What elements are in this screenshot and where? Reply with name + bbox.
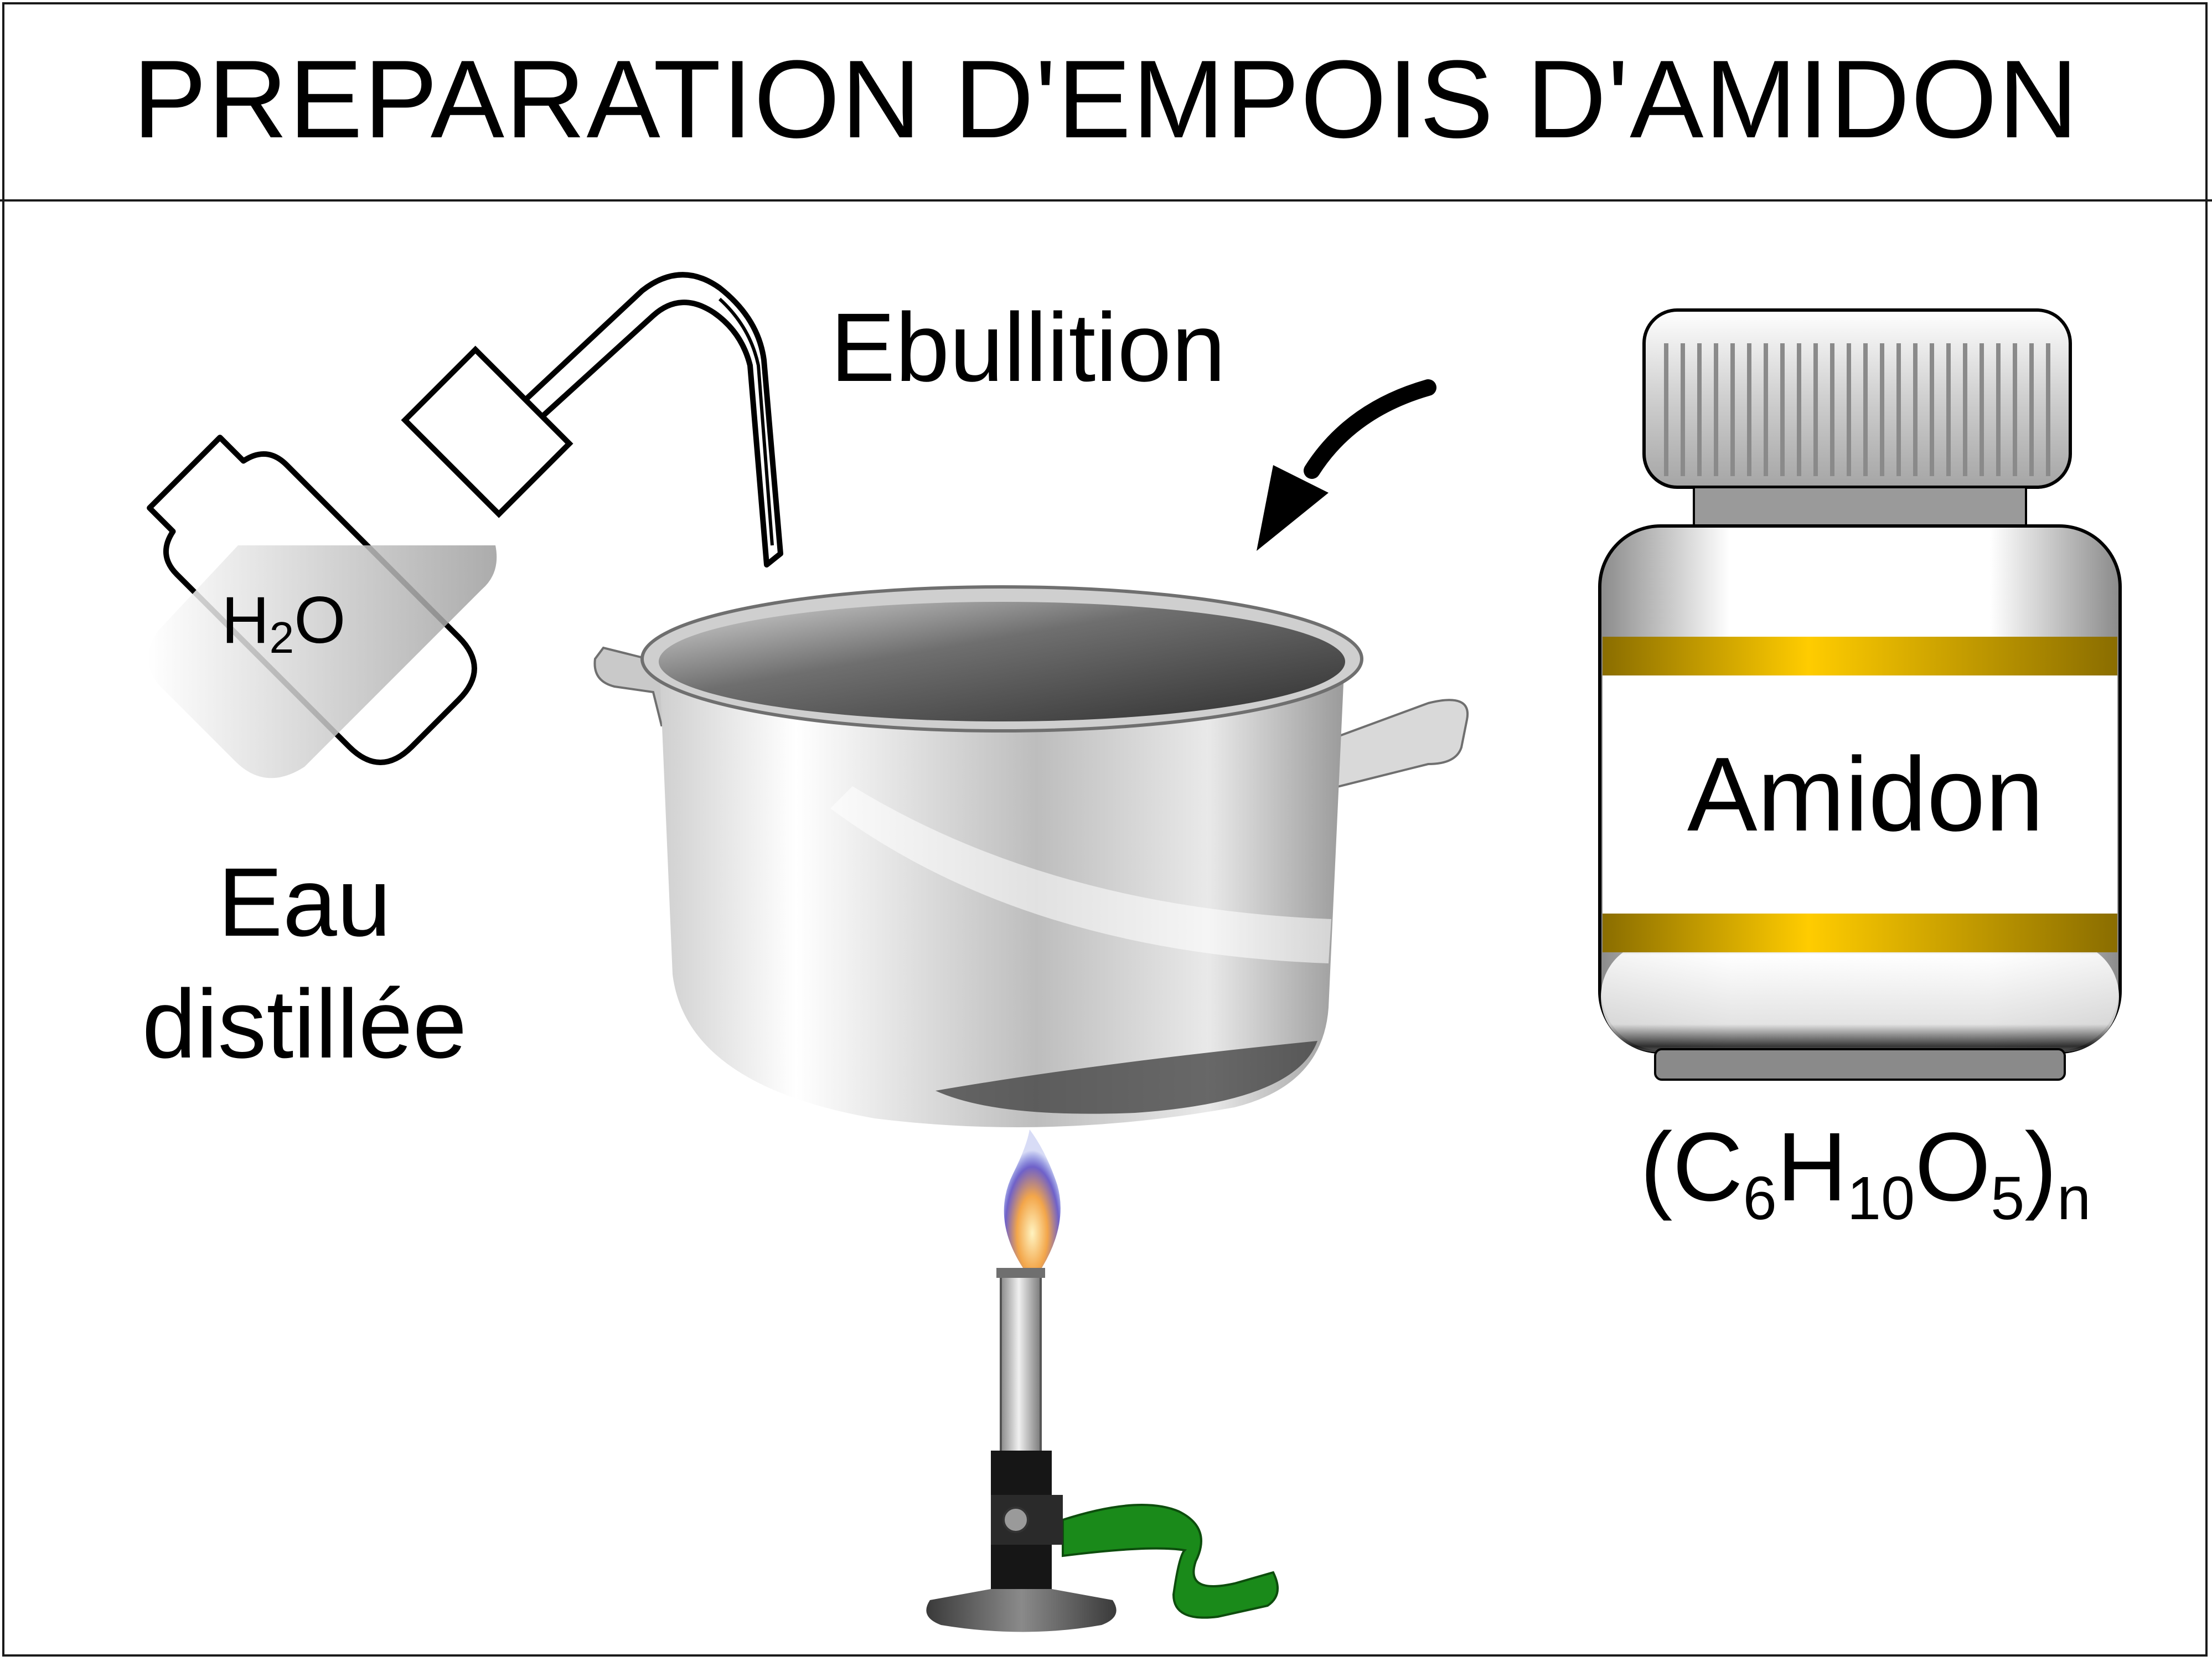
bunsen-burner	[926, 1268, 1279, 1632]
jar-cap-ridges	[1664, 343, 2050, 476]
formula-open: (C	[1640, 1113, 1743, 1221]
formula-o-sub: 5	[1991, 1164, 2025, 1232]
formula-o: O	[1915, 1113, 1991, 1221]
curved-arrow-icon	[1257, 379, 1436, 551]
bottle-formula-sub: 2	[269, 613, 294, 662]
ebullition-label: Ebullition	[830, 293, 1226, 402]
wash-bottle-water	[148, 545, 497, 778]
gas-hose	[1062, 1504, 1279, 1619]
wash-bottle-cap	[401, 345, 573, 518]
distilled-water-label: Eau distillée	[142, 848, 467, 1079]
jar-neck	[1693, 486, 2027, 533]
formula-close: )	[2024, 1113, 2057, 1221]
bottle-formula-label: H2O	[221, 587, 346, 660]
burner-tube	[1000, 1270, 1042, 1454]
burner-flame	[1004, 1129, 1061, 1268]
jar-label-text: Amidon	[1687, 736, 2044, 853]
cooking-pot	[593, 585, 1469, 1127]
bottle-formula-h: H	[221, 583, 270, 657]
air-adjust-knob	[1002, 1507, 1029, 1533]
page-title: PREPARATION D'EMPOIS D'AMIDON	[132, 38, 2080, 161]
formula-n-sub: n	[2056, 1164, 2091, 1232]
formula-c-sub: 6	[1743, 1164, 1777, 1232]
formula-h-sub: 10	[1847, 1164, 1915, 1232]
title-divider	[0, 199, 2212, 202]
wash-bottle-nozzle	[512, 272, 783, 568]
jar-label-panel	[1603, 675, 2117, 914]
burner-base	[926, 1589, 1117, 1632]
jar-band-top	[1603, 637, 2117, 675]
burner-tube-top	[996, 1268, 1045, 1278]
starch-formula: (C6H10O5)n	[1600, 1118, 2131, 1229]
starch-jar	[1598, 308, 2122, 1081]
bottle-formula-o: O	[294, 583, 346, 657]
jar-band-bottom	[1603, 914, 2117, 952]
wash-bottle	[147, 272, 783, 778]
jar-cap	[1642, 308, 2072, 489]
formula-h: H	[1776, 1113, 1847, 1221]
jar-base	[1654, 1048, 2066, 1081]
pot-interior	[659, 602, 1345, 721]
